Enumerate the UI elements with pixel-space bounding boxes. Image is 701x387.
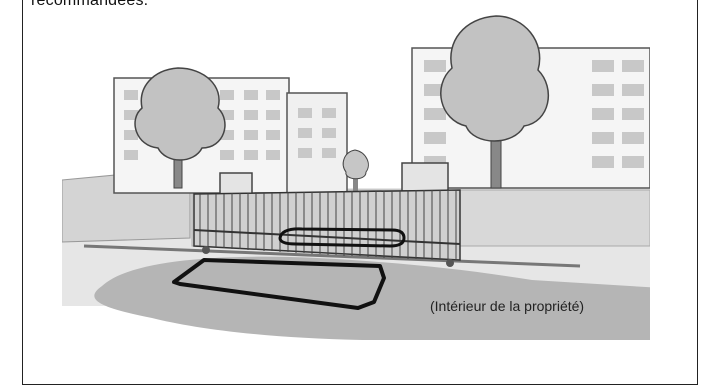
intro-text-tail: recommandées. (31, 0, 149, 9)
interior-shadow-area (94, 256, 650, 340)
interior-caption: (Intérieur de la propriété) (430, 298, 585, 314)
detection-loop-gate (278, 227, 406, 248)
sliding-gate (193, 189, 461, 267)
tree-left (134, 67, 226, 189)
gate-rail (83, 244, 581, 268)
figure-frame (22, 0, 698, 385)
sliding-gate-illustration (62, 15, 650, 340)
gate-pillar-right (401, 162, 449, 192)
tree-small (342, 149, 369, 193)
detection-loop-ground (172, 258, 386, 310)
tree-right (440, 15, 550, 189)
